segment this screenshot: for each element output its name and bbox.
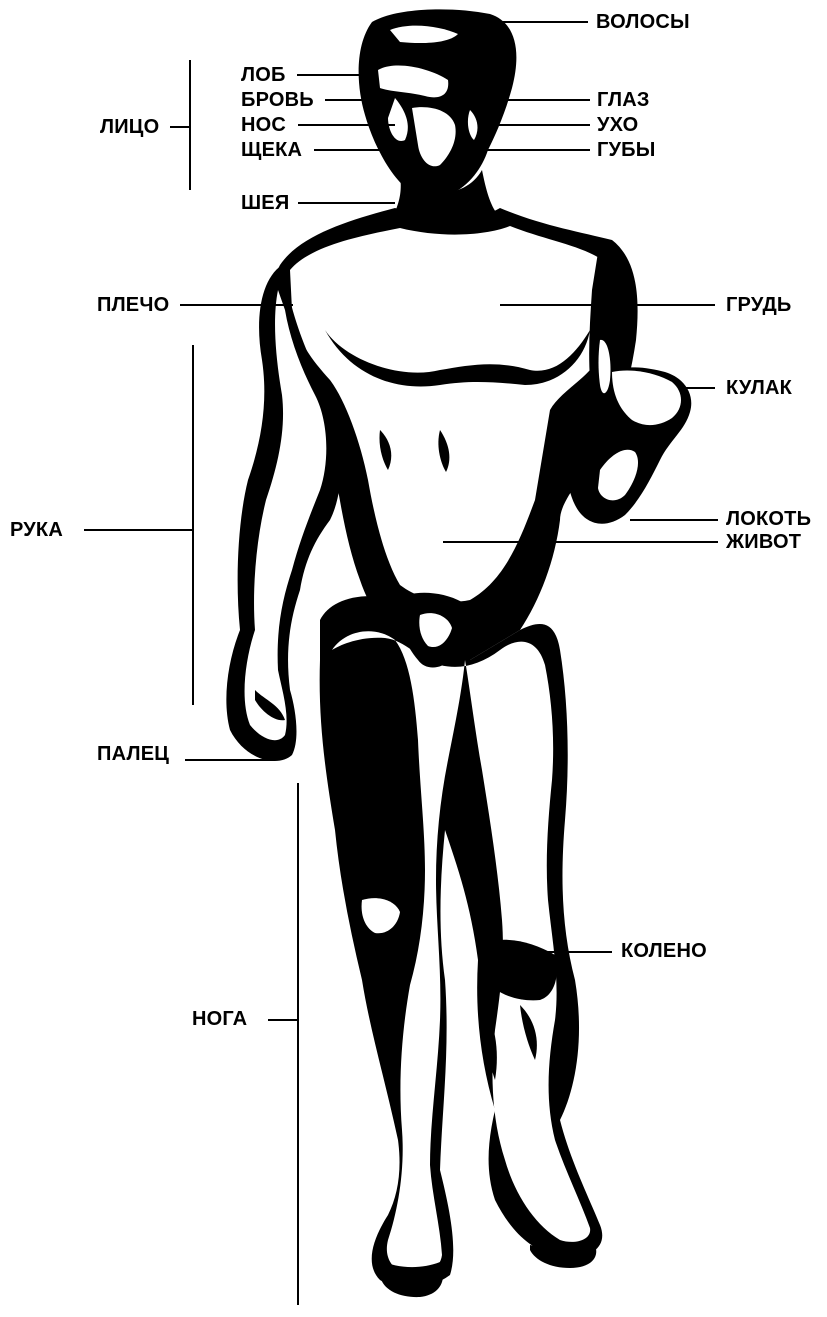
label-nose: НОС [241,115,286,135]
label-hair: ВОЛОСЫ [596,12,690,32]
label-belly: ЖИВОТ [726,532,801,552]
label-face: ЛИЦО [100,117,159,137]
label-forehead: ЛОБ [241,65,286,85]
label-leg: НОГА [192,1009,247,1029]
label-lips: ГУБЫ [597,140,656,160]
label-eyebrow: БРОВЬ [241,90,314,110]
label-ear: УХО [597,115,638,135]
label-eye: ГЛАЗ [597,90,650,110]
label-neck: ШЕЯ [241,193,289,213]
label-fist: КУЛАК [726,378,792,398]
label-shoulder: ПЛЕЧО [97,295,169,315]
label-finger: ПАЛЕЦ [97,744,169,764]
label-chest: ГРУДЬ [726,295,791,315]
label-arm: РУКА [10,520,63,540]
label-elbow: ЛОКОТЬ [726,509,811,529]
label-cheek: ЩЕКА [241,140,302,160]
label-knee: КОЛЕНО [621,941,707,961]
